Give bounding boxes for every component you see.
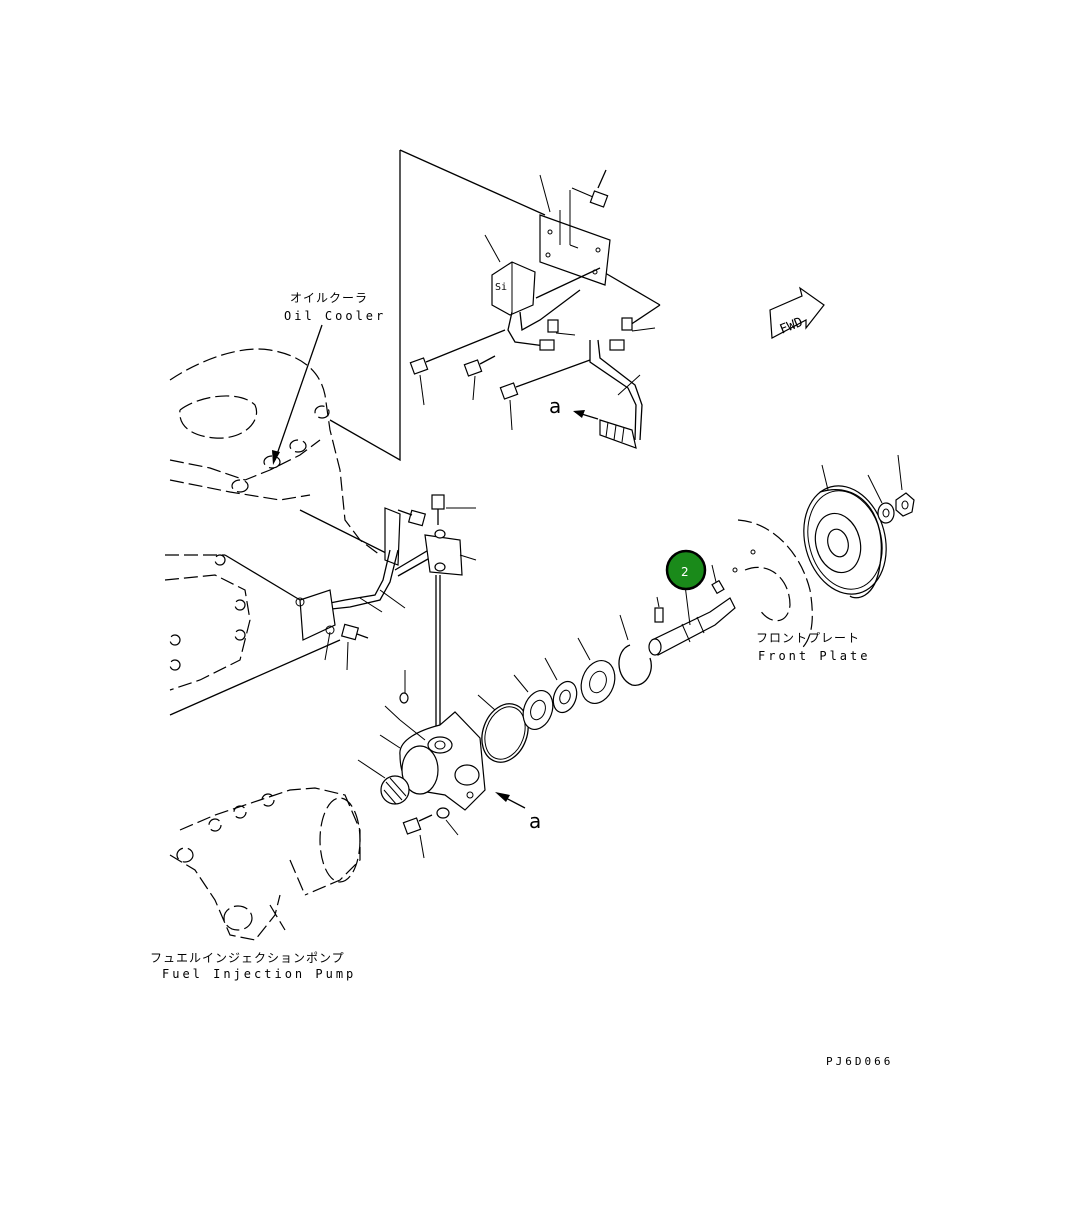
fuel-pump-label-jp: フュエルインジェクションポンプ: [150, 951, 345, 965]
oil-cooler-leader: [274, 324, 323, 461]
gear-parts-row: [477, 564, 736, 763]
pump-housing: [357, 670, 526, 859]
forward-arrow-icon: FWD: [769, 286, 825, 339]
fuel-injection-pump-sketch: [169, 787, 361, 941]
sensor-bracket-assembly: Si: [329, 149, 661, 462]
front-plate-label-en: Front Plate: [758, 649, 870, 663]
view-a-label-top: a: [549, 394, 561, 418]
callout-number: 2: [681, 565, 689, 579]
oil-cooler-label-jp: オイルクーラ: [290, 291, 368, 305]
drawing-code: PJ6D066: [826, 1055, 893, 1068]
engine-block-sketch: [164, 348, 391, 716]
front-plate-label-jp: フロントプレート: [756, 631, 860, 645]
view-a-label-bottom: a: [529, 809, 541, 833]
drive-gear-assembly: [803, 454, 915, 599]
oil-tube-assembly: [295, 494, 477, 735]
fuel-pump-label-en: Fuel Injection Pump: [162, 967, 356, 981]
callout-circle[interactable]: [665, 549, 707, 591]
front-plate: [732, 519, 813, 651]
callout-badge[interactable]: 2: [665, 549, 707, 591]
oil-cooler-label-en: Oil Cooler: [284, 309, 386, 323]
relay-mark: Si: [495, 282, 507, 293]
